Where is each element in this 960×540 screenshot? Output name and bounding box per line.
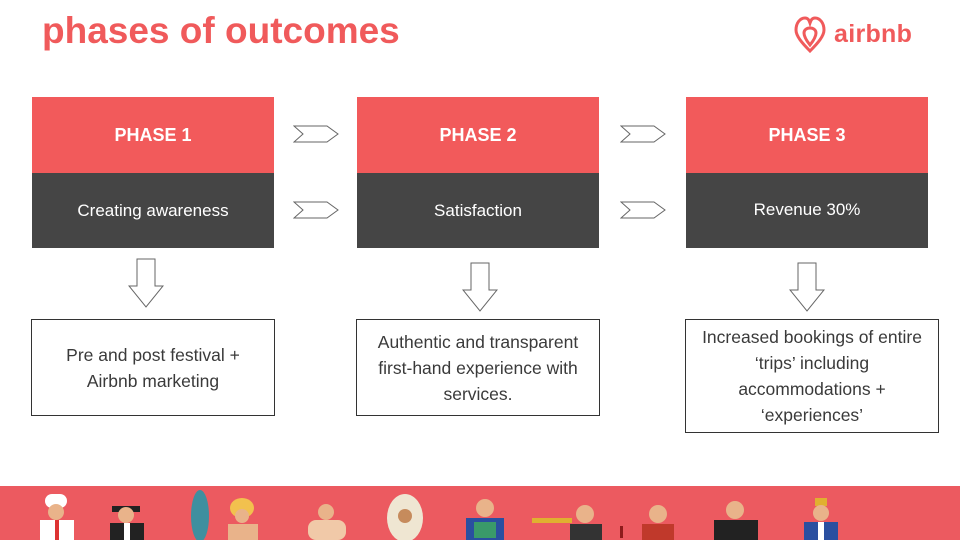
phase-2-block: PHASE 2 Satisfaction (357, 97, 599, 248)
page-title: phases of outcomes (42, 10, 400, 51)
arrow-down-icon (789, 262, 825, 312)
arrow-down-icon (462, 262, 498, 312)
phase-1-outcome: Pre and post festival + Airbnb marketing (31, 319, 275, 416)
phase-2-header: PHASE 2 (357, 97, 599, 173)
illustration-banner (0, 486, 960, 540)
chevron-right-icon (293, 125, 339, 143)
chevron-right-icon (620, 125, 666, 143)
phase-2-outcome: Authentic and transparent first-hand exp… (356, 319, 600, 416)
airbnb-belo-icon (794, 16, 826, 54)
characters-illustration (40, 490, 838, 540)
logo-wordmark: airbnb (834, 20, 913, 48)
phase-3-block: PHASE 3 Revenue 30% (686, 97, 928, 248)
phase-3-outcome: Increased bookings of entire ‘trips’ inc… (685, 319, 939, 433)
airbnb-logo: airbnb (792, 14, 922, 56)
phase-1-header: PHASE 1 (32, 97, 274, 173)
chevron-right-icon (620, 201, 666, 219)
phase-1-block: PHASE 1 Creating awareness (32, 97, 274, 248)
phase-3-description: Revenue 30% (686, 173, 928, 248)
phase-2-description: Satisfaction (357, 173, 599, 248)
phase-3-header: PHASE 3 (686, 97, 928, 173)
chevron-right-icon (293, 201, 339, 219)
phase-1-description: Creating awareness (32, 173, 274, 248)
arrow-down-icon (128, 258, 164, 308)
